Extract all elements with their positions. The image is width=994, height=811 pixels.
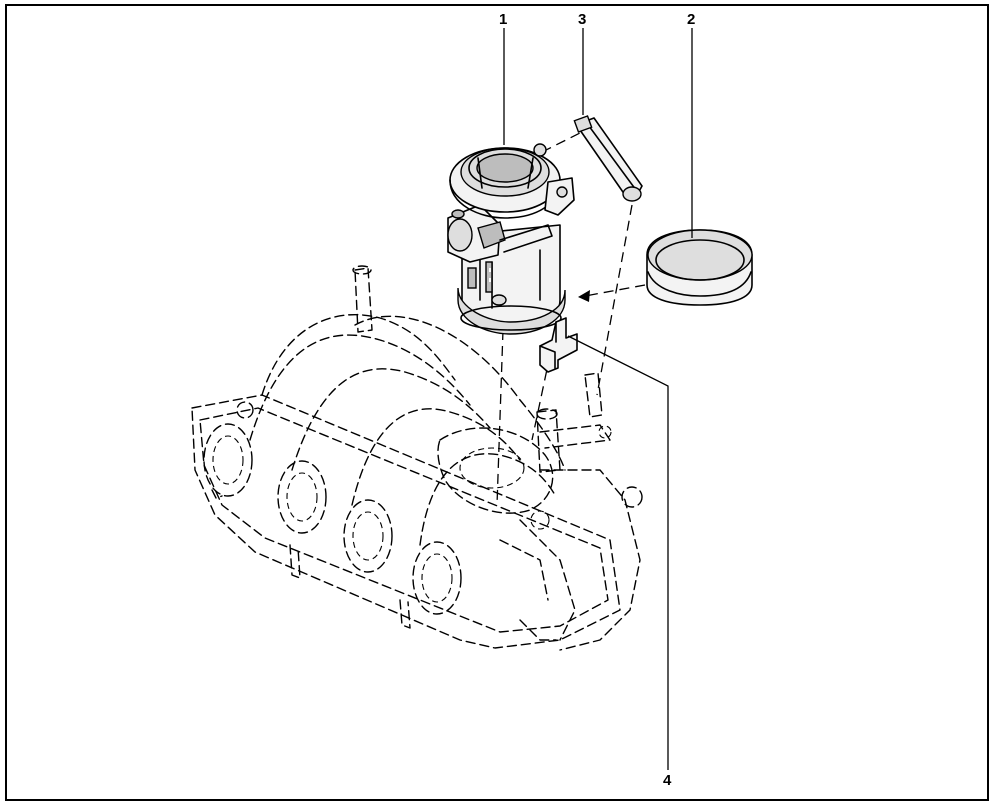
throttle-body <box>447 143 575 335</box>
assembly-lines <box>496 127 646 506</box>
callout-4: 4 <box>663 772 672 789</box>
leader-line-4 <box>567 335 669 770</box>
leader-lines <box>503 28 693 770</box>
callout-3: 3 <box>578 11 587 28</box>
bracket <box>539 317 578 373</box>
support-rod <box>573 115 643 202</box>
arrow-icon <box>578 290 590 302</box>
seal-ring <box>646 229 753 306</box>
diagram-border <box>5 4 989 801</box>
callout-1: 1 <box>499 11 508 28</box>
intake-manifold <box>191 265 643 651</box>
callout-2: 2 <box>687 11 696 28</box>
